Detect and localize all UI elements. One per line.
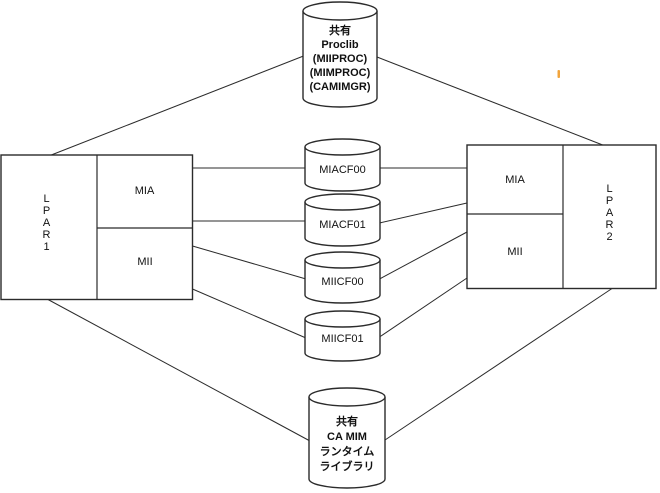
dataset-cylinder-miacf01: MIACF01: [304, 193, 381, 247]
lpar1-mii-label: MII: [137, 256, 152, 268]
lpar1-label-char: P: [43, 205, 50, 217]
connector-lpar1-miicf01: [192, 288, 307, 339]
connector-lpar1-miicf00: [192, 245, 307, 280]
proclib-label-2: Proclib: [321, 39, 359, 51]
miicf01-cylinder-body: [304, 319, 381, 362]
miicf01-label: MIICF01: [321, 333, 363, 345]
proclib-label-5: (CAMIMGR): [309, 81, 370, 93]
lpar1-box: L P A R 1 MIA MII: [0, 154, 194, 301]
lpar2-label-char: R: [606, 219, 614, 231]
runtimelib-cylinder-body: [308, 397, 386, 489]
lpar2-label-char: A: [606, 207, 614, 219]
dataset-cylinder-miicf00: MIICF00: [304, 251, 381, 304]
connector-miacf01-lpar2: [379, 202, 468, 224]
proclib-label-3: (MIIPROC): [313, 53, 368, 65]
proclib-label-1: 共有: [329, 23, 351, 37]
shared-proclib-cylinder: 共有 Proclib (MIIPROC) (MIMPROC) (CAMIMGR): [302, 1, 378, 108]
runtimelib-cylinder-top: [308, 387, 386, 407]
connector-lines: [47, 55, 613, 442]
shared-runtime-library-cylinder: 共有 CA MIM ランタイム ライブラリ: [308, 387, 386, 489]
lpar2-label-char: 2: [606, 231, 612, 243]
connector-miicf01-lpar2: [379, 277, 468, 338]
lpar2-mii-label: MII: [507, 246, 522, 258]
lpar1-label-char: R: [43, 229, 51, 241]
miicf00-cylinder-top: [304, 251, 381, 269]
connector-lpar1-runtimelib: [47, 299, 311, 442]
orange-artifact-mark: [557, 70, 560, 78]
proclib-label-4: (MIMPROC): [310, 67, 371, 79]
miacf01-label: MIACF01: [319, 219, 365, 231]
connector-proclib-lpar2: [376, 56, 605, 146]
lpar2-label-char: L: [606, 183, 612, 195]
lpar1-label-char: L: [43, 193, 49, 205]
dataset-cylinder-miicf01: MIICF01: [304, 310, 381, 362]
dataset-cylinder-miacf00: MIACF00: [304, 138, 381, 192]
lpar1-label-char: A: [43, 217, 51, 229]
lpar1-mia-label: MIA: [135, 185, 155, 197]
lpar1-label-char: 1: [43, 241, 49, 253]
miicf00-cylinder-body: [304, 260, 381, 304]
miicf01-cylinder-top: [304, 310, 381, 328]
miacf01-cylinder-body: [304, 202, 381, 247]
runtimelib-label-3: ランタイム: [320, 445, 375, 458]
miacf00-label: MIACF00: [319, 164, 365, 176]
proclib-cylinder-body: [302, 11, 378, 108]
lpar2-outline: [466, 144, 657, 290]
runtimelib-label-4: ライブラリ: [320, 459, 375, 473]
miacf00-cylinder-top: [304, 138, 381, 156]
connector-miicf00-lpar2: [379, 231, 468, 280]
miicf00-label: MIICF00: [321, 276, 363, 288]
miacf00-cylinder-body: [304, 147, 381, 192]
runtimelib-label-1: 共有: [336, 414, 358, 428]
lpar2-mia-label: MIA: [505, 174, 525, 186]
lpar2-label-char: P: [606, 195, 613, 207]
lpar2-box: L P A R 2 MIA MII: [466, 144, 657, 290]
connector-proclib-lpar1: [49, 55, 304, 156]
connector-runtimelib-lpar2: [384, 288, 613, 441]
proclib-cylinder-top: [302, 1, 378, 21]
runtimelib-label-2: CA MIM: [327, 431, 367, 443]
miacf01-cylinder-top: [304, 193, 381, 211]
